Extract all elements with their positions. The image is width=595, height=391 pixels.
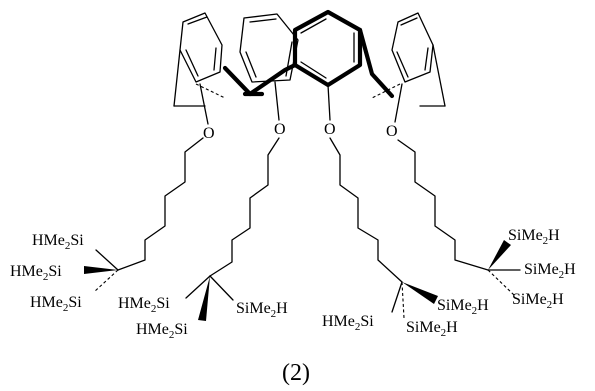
ring4-methylene-bridge: [432, 44, 446, 107]
oxygen-label-4: O: [386, 123, 398, 140]
quaternary-center-4: [487, 240, 521, 296]
silyl-label-3a: HMe2Si: [322, 313, 374, 333]
alkyl-chains: [117, 137, 489, 283]
oxygen-label-2: O: [274, 121, 286, 138]
ring1-o-bond: [199, 83, 209, 125]
chain-3: [329, 137, 403, 283]
quaternary-center-1: [84, 249, 119, 293]
chain-1: [117, 137, 204, 271]
silyl-label-1c: HMe2Si: [30, 294, 82, 314]
methylene-bridges: [222, 27, 395, 99]
ring4-o-bond: [394, 83, 403, 123]
wedge-bond-3: [402, 282, 438, 304]
ring2-o-bond: [274, 81, 280, 121]
silyl-labels: HMe2Si HMe2Si HMe2Si HMe2Si HMe2Si SiMe2…: [10, 227, 576, 341]
wedge-bond-4: [488, 240, 511, 270]
ring1-methylene-bridge: [173, 49, 181, 107]
aromatic-ring-1: [173, 12, 226, 125]
silyl-label-1b: HMe2Si: [10, 263, 62, 283]
oxygen-label-3: O: [324, 121, 336, 138]
aromatic-ring-2: [239, 13, 299, 121]
oxygen-label-1: O: [203, 125, 215, 142]
quaternary-center-3: [391, 281, 438, 319]
chain-4: [397, 139, 489, 271]
silyl-label-4c: SiMe2H: [512, 291, 564, 311]
chain-2: [209, 137, 280, 277]
silyl-label-4a: SiMe2H: [508, 227, 560, 247]
ring3-o-bond: [327, 84, 331, 121]
compound-number-caption: (2): [282, 360, 310, 386]
silyl-label-1a: HMe2Si: [32, 232, 84, 252]
aromatic-ring-4: [371, 12, 446, 123]
silyl-label-3b: SiMe2H: [406, 319, 458, 339]
oxygen-atoms: O O O O: [203, 121, 398, 142]
silyl-label-4b: SiMe2H: [524, 261, 576, 281]
silyl-label-3c: SiMe2H: [437, 297, 489, 317]
quaternary-center-2: [185, 275, 234, 321]
silyl-label-2c: SiMe2H: [236, 300, 288, 320]
wedge-bond-1: [84, 266, 118, 274]
wedge-bond-2: [198, 276, 210, 321]
silyl-label-2a: HMe2Si: [118, 295, 170, 315]
silyl-label-2b: HMe2Si: [136, 321, 188, 341]
aromatic-ring-3: [292, 9, 363, 121]
